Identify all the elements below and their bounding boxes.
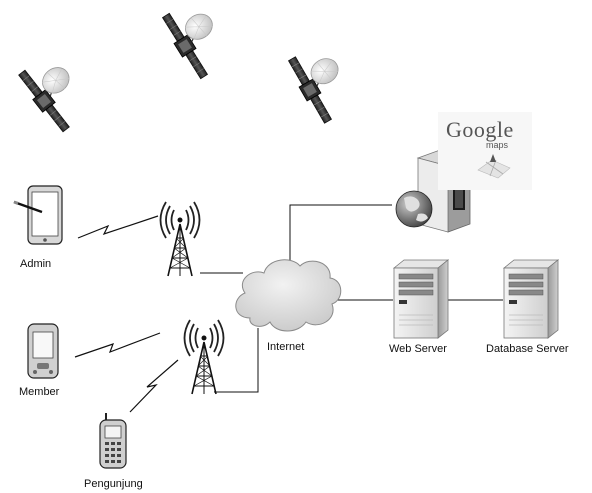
label-pengunjung: Pengunjung <box>84 478 143 490</box>
wireless-admin-tower <box>77 215 159 239</box>
label-admin: Admin <box>20 258 52 270</box>
wireless-member-tower <box>74 332 161 358</box>
label-database-server: Database Server <box>486 343 569 355</box>
radio-tower-icon <box>159 201 201 277</box>
satellite-icon <box>158 0 236 82</box>
radio-tower-icon <box>183 319 225 395</box>
wireless-pengunjung-tower <box>129 359 179 413</box>
tablet-icon <box>13 185 63 245</box>
label-web-server: Web Server <box>389 343 447 355</box>
label-member: Member <box>19 386 60 398</box>
cellphone-icon <box>99 413 127 469</box>
server-icon <box>503 259 559 339</box>
google-logo-text: Google <box>446 117 514 142</box>
connection-lines <box>200 204 503 393</box>
maps-logo-text: maps <box>486 140 509 150</box>
server-icon <box>393 259 449 339</box>
google-maps-logo <box>438 112 532 190</box>
cloud-icon <box>235 259 342 332</box>
satellite-icon <box>284 40 360 126</box>
pda-icon <box>27 323 59 379</box>
wireless-links <box>74 215 179 413</box>
satellite-icon <box>14 49 96 135</box>
link-cloud-globe-server <box>289 204 392 264</box>
link-tower-bottom-cloud <box>214 328 259 393</box>
label-internet: Internet <box>267 341 305 353</box>
